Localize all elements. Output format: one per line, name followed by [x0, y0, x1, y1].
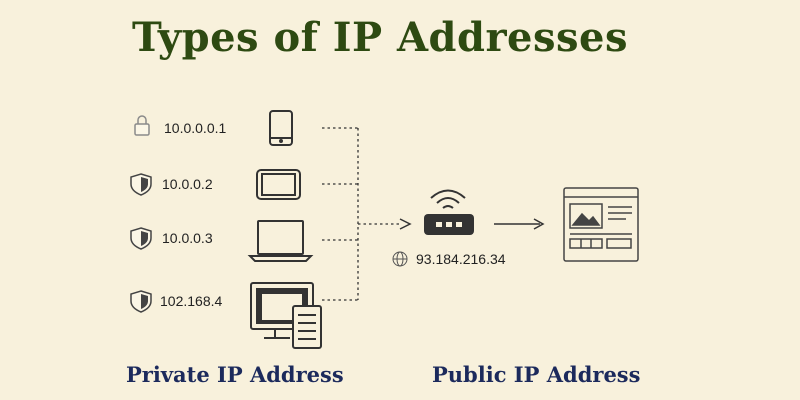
globe-icon [392, 251, 408, 267]
private-ip-label: 10.0.0.0.1 [164, 120, 226, 136]
arrow-right-icon [494, 218, 545, 230]
arrow-head-icon [399, 218, 412, 230]
webpage-icon [563, 187, 639, 262]
tablet-icon [256, 169, 301, 200]
lock-icon [134, 115, 150, 136]
page-title: Types of IP Addresses [131, 14, 628, 61]
private-ip-label: 10.0.0.3 [162, 230, 213, 246]
router-icon [424, 189, 474, 235]
public-ip-heading: Public IP Address [432, 362, 641, 387]
desktop-icon [250, 282, 322, 349]
smartphone-icon [269, 110, 293, 146]
shield-icon [130, 173, 152, 196]
shield-icon [130, 290, 152, 313]
private-ip-heading: Private IP Address [126, 362, 344, 387]
shield-icon [130, 227, 152, 250]
laptop-icon [247, 220, 314, 262]
connector-lines [322, 127, 402, 301]
private-ip-label: 102.168.4 [160, 293, 222, 309]
public-ip-label: 93.184.216.34 [416, 251, 506, 267]
private-ip-label: 10.0.0.2 [162, 176, 213, 192]
